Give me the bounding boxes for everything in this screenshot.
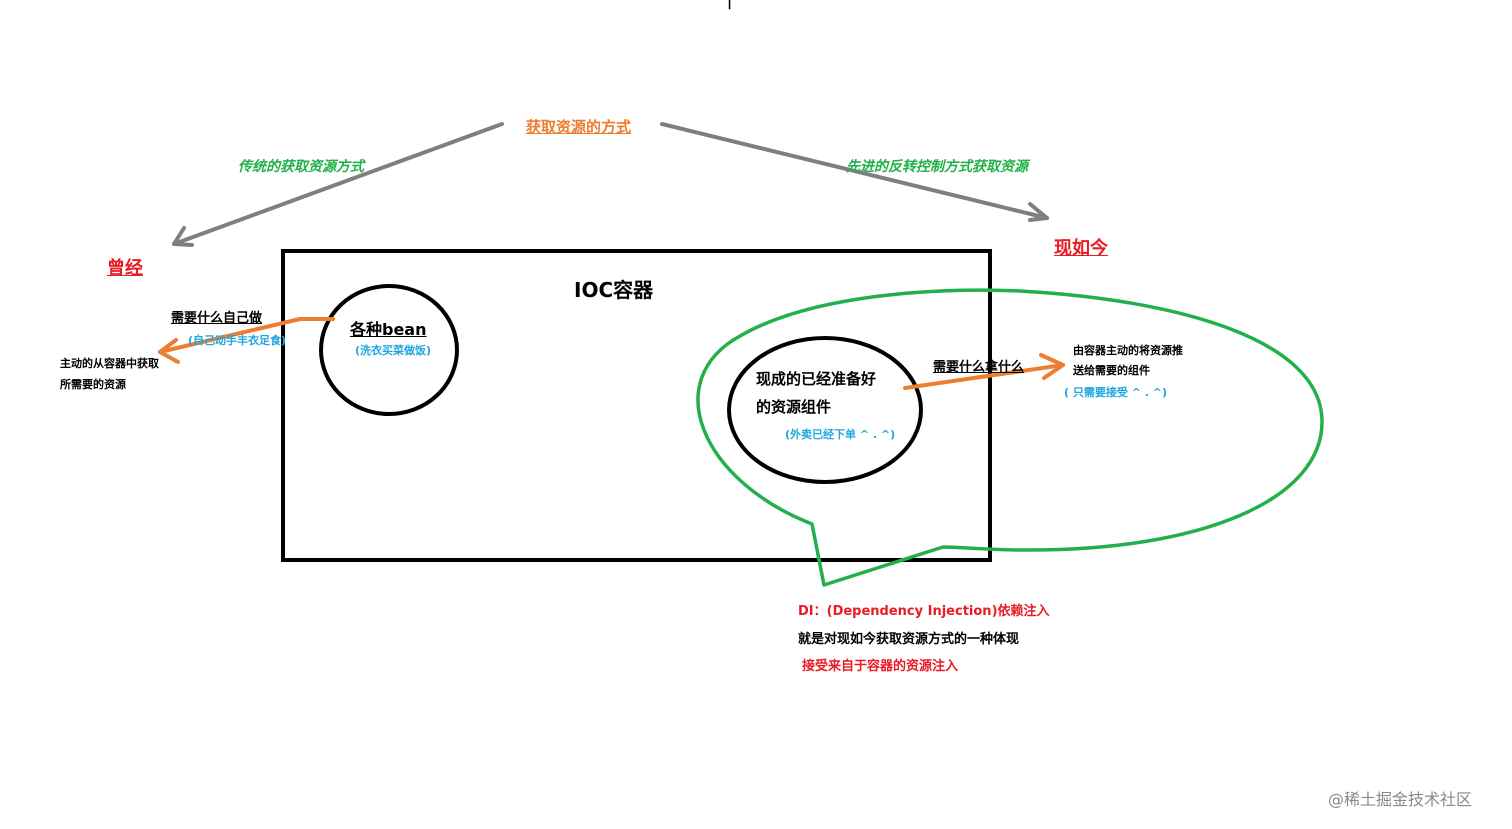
ioc-container-title: IOC容器: [574, 278, 654, 302]
branch-label-traditional: 传统的获取资源方式: [238, 159, 364, 175]
watermark: @稀土掘金技术社区: [1328, 790, 1473, 809]
di-speech-bubble: [696, 288, 1324, 587]
past-note-line2: 所需要的资源: [60, 378, 126, 391]
past-note-line1: 主动的从容器中获取: [60, 357, 159, 370]
orange-arrow-right: [903, 353, 1065, 390]
now-note-line2: 送给需要的组件: [1073, 364, 1150, 377]
branch-arrow-left: [172, 122, 504, 247]
root-label: 获取资源的方式: [526, 118, 632, 136]
past-arrow-label: 需要什么自己做: [171, 311, 263, 326]
now-note-line1: 由容器主动的将资源推: [1073, 344, 1183, 357]
bean-circle-title: 各种bean: [350, 320, 427, 339]
bean-circle-sub: (洗衣买菜做饭): [355, 344, 432, 357]
ioc-container-box: [281, 249, 992, 562]
bean-circle: [319, 284, 459, 416]
di-note-line3: 接受来自于容器的资源注入: [802, 659, 959, 674]
past-arrow-sub: (自己动手丰衣足食): [188, 334, 287, 347]
ready-circle-line1: 现成的已经准备好: [756, 370, 877, 388]
di-note-line1: DI：(Dependency Injection)依赖注入: [798, 604, 1050, 619]
now-note-sub: ( 只需要接受 ^ . ^): [1064, 386, 1167, 399]
branch-label-advanced: 先进的反转控制方式获取资源: [846, 159, 1028, 175]
now-title: 现如今: [1054, 238, 1108, 259]
branch-arrow-right: [660, 122, 1049, 222]
ready-component-circle: [727, 336, 923, 484]
past-title: 曾经: [107, 258, 143, 279]
di-note-line2: 就是对现如今获取资源方式的一种体现: [798, 632, 1020, 647]
now-arrow-label: 需要什么拿什么: [933, 360, 1025, 375]
top-mark: |: [727, 0, 733, 10]
ready-circle-sub: (外卖已经下单 ^ . ^): [785, 428, 896, 441]
ready-circle-line2: 的资源组件: [756, 398, 832, 416]
orange-arrow-left: [158, 317, 335, 364]
